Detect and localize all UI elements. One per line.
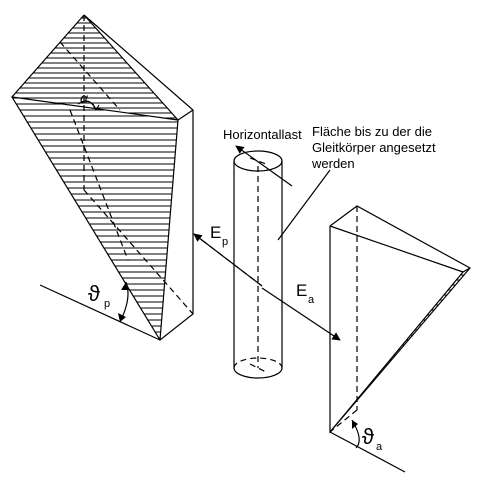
- horizontal-load-label: Horizontallast: [223, 127, 302, 142]
- surface-note-leader: [277, 169, 331, 241]
- horizontal-load-arrow: [235, 145, 293, 187]
- alpha-label: α: [80, 90, 89, 106]
- surface-note-line-2: Gleitkörper angesetzt: [312, 140, 436, 155]
- ea-arrow: [261, 287, 341, 341]
- surface-note-line-3: werden: [311, 156, 355, 171]
- theta-p-reference-line: [39, 284, 161, 341]
- theta-a-subscript: a: [376, 441, 383, 453]
- passive-wedge-outline: [11, 14, 194, 341]
- ep-subscript: p: [222, 236, 228, 248]
- active-wedge: [329, 205, 472, 473]
- ep-label: E: [210, 223, 221, 242]
- theta-a-label: ϑ: [362, 424, 374, 449]
- active-wedge-outline: [329, 205, 472, 434]
- ea-subscript: a: [308, 294, 315, 306]
- surface-note-line-1: Fläche bis zu der die: [312, 124, 432, 139]
- ea-label: E: [296, 281, 307, 300]
- theta-a-reference-line: [329, 431, 406, 473]
- theta-p-subscript: p: [104, 298, 110, 310]
- pile-cylinder: [193, 145, 341, 379]
- theta-p-label: ϑ: [88, 281, 100, 306]
